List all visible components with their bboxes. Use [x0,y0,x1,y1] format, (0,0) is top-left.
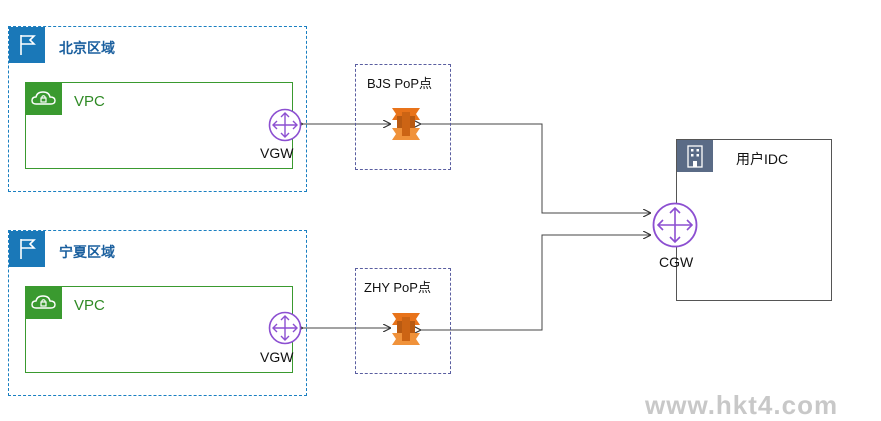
pop-box-bjs: BJS PoP点 [355,64,451,170]
region-label: 北京区域 [59,40,115,56]
region-beijing: 北京区域 VPC VGW [8,26,307,192]
flag-icon [9,27,45,63]
region-label: 宁夏区域 [59,244,115,260]
pop-box-zhy: ZHY PoP点 [355,268,451,374]
vpc-cloud-icon [26,287,62,319]
idc-label: 用户IDC [736,151,789,167]
vgw-router-icon [268,108,302,142]
flag-icon [9,231,45,267]
direct-connect-icon [387,309,425,349]
pop-label: BJS PoP点 [367,76,433,91]
building-icon [677,140,713,172]
vgw-router-icon [268,311,302,345]
watermark: www.hkt4.com [645,390,839,420]
vpc-label: VPC [74,93,105,110]
vpc-box: VPC [25,286,293,373]
vpc-box: VPC [25,82,293,169]
vpc-label: VPC [74,297,105,314]
user-idc-box: 用户IDC [676,139,832,301]
pop-label: ZHY PoP点 [364,280,431,295]
line-bj-pop-cgw [420,124,650,213]
direct-connect-icon [387,104,425,144]
region-ningxia: 宁夏区域 VPC VGW [8,230,307,396]
vgw-label: VGW [260,349,294,365]
vpc-cloud-icon [26,83,62,115]
cgw-label: CGW [659,254,694,270]
line-nx-pop-cgw [420,235,650,330]
cgw-router-icon [652,202,698,248]
vgw-label: VGW [260,145,294,161]
